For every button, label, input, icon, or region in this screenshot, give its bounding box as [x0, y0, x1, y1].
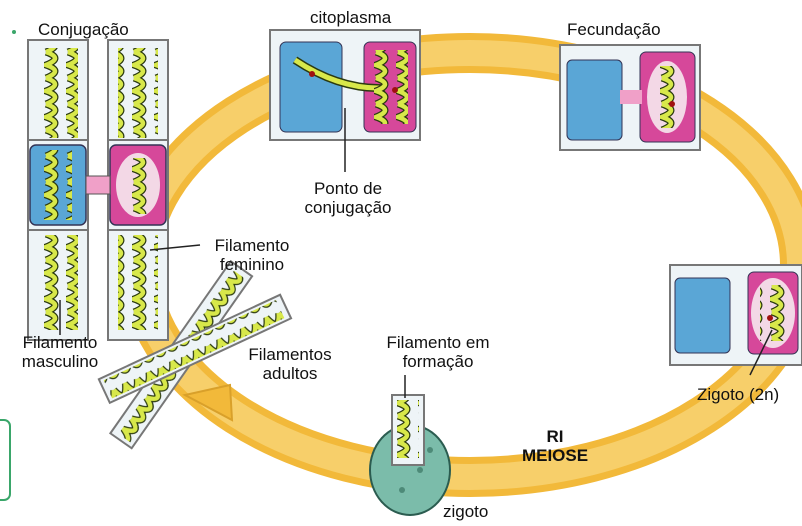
fertilization-cells [560, 45, 700, 150]
label-citoplasma: citoplasma [310, 8, 391, 27]
label-filamentos-adultos-2: adultos [240, 364, 340, 383]
label-ri-meiose: RI MEIOSE [505, 427, 605, 465]
label-ponto-de-conjugacao: Ponto de conjugação [302, 179, 394, 217]
label-ri: RI [505, 427, 605, 446]
label-filamento-masc-2: masculino [14, 352, 106, 371]
label-conjugacao: Conjugação [38, 20, 129, 39]
label-meiose: MEIOSE [505, 446, 605, 465]
label-filamento-formacao-1: Filamento em [378, 333, 498, 352]
male-filament [28, 40, 88, 340]
label-ponto-de: Ponto de [302, 179, 394, 198]
label-filamentos-adultos-1: Filamentos [240, 345, 340, 364]
bullet-dot [12, 30, 16, 34]
female-filament [108, 40, 168, 340]
germinating-zygote [370, 395, 450, 515]
label-filamento-masc-1: Filamento [14, 333, 106, 352]
label-conjugacao-2: conjugação [302, 198, 394, 217]
edge-tab [0, 420, 10, 500]
label-fecundacao: Fecundação [567, 20, 661, 39]
label-filamento-feminino: Filamento feminino [202, 236, 302, 274]
label-filamento-fem-1: Filamento [202, 236, 302, 255]
label-zigoto-2n: Zigoto (2n) [697, 385, 779, 404]
zygote-cells [670, 265, 802, 365]
label-zigoto: zigoto [443, 502, 488, 521]
label-filamento-em-formacao: Filamento em formação [378, 333, 498, 371]
label-filamento-formacao-2: formação [378, 352, 498, 371]
label-filamentos-adultos: Filamentos adultos [240, 345, 340, 383]
conjugation-tube [86, 176, 110, 194]
label-filamento-fem-2: feminino [202, 255, 302, 274]
label-filamento-masculino: Filamento masculino [14, 333, 106, 371]
